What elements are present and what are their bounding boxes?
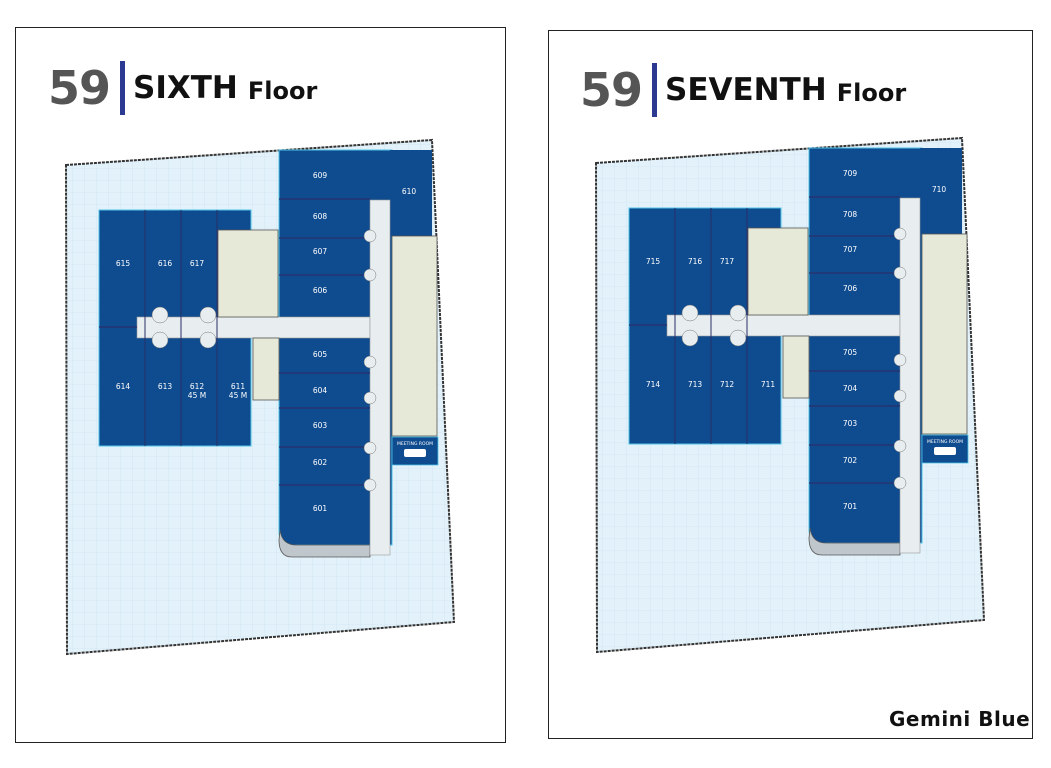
room-label-r16: 616: [158, 259, 173, 268]
door-swing: [681, 304, 699, 322]
room-label-r11: 611: [231, 382, 246, 391]
door-swing: [893, 266, 907, 280]
door-swing: [363, 268, 377, 282]
seventh-floor-title: 59 SEVENTH Floor: [580, 63, 906, 117]
room-label-r17: 717: [720, 257, 735, 266]
east-corridor: [369, 199, 391, 556]
room-label-r08: 708: [843, 210, 858, 219]
room-label-r07: 607: [313, 247, 328, 256]
room-label-r04: 704: [843, 384, 858, 393]
door-swing: [893, 439, 907, 453]
room-label-r10: 610: [402, 187, 417, 196]
title-divider: [652, 63, 658, 117]
room-size-r11: 45 M: [229, 391, 247, 400]
door-swing: [893, 389, 907, 403]
door-swing: [681, 329, 699, 347]
main-corridor: [136, 316, 371, 339]
door-swing: [893, 353, 907, 367]
room-label-r17: 617: [190, 259, 205, 268]
door-swing: [151, 306, 169, 324]
room-label-r14: 614: [116, 382, 131, 391]
door-swing: [199, 306, 217, 324]
room-size-r12: 45 M: [188, 391, 206, 400]
door-swing: [363, 441, 377, 455]
room-label-r11: 711: [761, 380, 776, 389]
room-label-r08: 608: [313, 212, 328, 221]
room-label-r04: 604: [313, 386, 328, 395]
room-label-r15: 715: [646, 257, 661, 266]
office-610: [390, 150, 432, 236]
stair-core: [217, 229, 279, 318]
room-label-r13: 613: [158, 382, 173, 391]
title-divider: [120, 61, 126, 115]
door-swing: [199, 331, 217, 349]
door-swing: [363, 229, 377, 243]
room-label-r09: 609: [313, 171, 328, 180]
door-swing: [363, 355, 377, 369]
sixth-floor-panel: [15, 27, 506, 743]
room-label-r10: 710: [932, 185, 947, 194]
main-corridor: [666, 314, 901, 337]
terrace: [808, 527, 901, 556]
lift-core: [252, 337, 280, 401]
terrace: [278, 529, 371, 558]
room-label-r01: 701: [843, 502, 858, 511]
building-number: 59: [48, 61, 111, 115]
room-label-r03: 703: [843, 419, 858, 428]
room-label-r07: 707: [843, 245, 858, 254]
room-label-r15: 615: [116, 259, 131, 268]
room-label-r09: 709: [843, 169, 858, 178]
meeting-table: [934, 447, 956, 455]
room-label-r06: 706: [843, 284, 858, 293]
meeting-table: [404, 449, 426, 457]
door-swing: [363, 391, 377, 405]
seventh-floor-panel: [548, 30, 1033, 739]
east-corridor: [899, 197, 921, 554]
room-label-r01: 601: [313, 504, 328, 513]
door-swing: [893, 476, 907, 490]
room-label-r12: 612: [190, 382, 205, 391]
room-label-r14: 714: [646, 380, 661, 389]
meeting-room-label: MEETING ROOM: [397, 441, 433, 447]
floor-word: Floor: [836, 79, 907, 107]
building-number: 59: [580, 63, 643, 117]
sixth-floor-plan: MEETING ROOM 609 610 608 607 606 605 604 603 602 6…: [64, 138, 456, 656]
room-label-r16: 716: [688, 257, 703, 266]
lift-core: [782, 335, 810, 399]
room-label-r06: 606: [313, 286, 328, 295]
floor-word: Floor: [247, 77, 318, 105]
room-label-r03: 603: [313, 421, 328, 430]
floor-name: SIXTH: [133, 70, 238, 106]
room-label-r12: 712: [720, 380, 735, 389]
meeting-room-label: MEETING ROOM: [927, 439, 963, 445]
door-swing: [729, 304, 747, 322]
room-label-r02: 602: [313, 458, 328, 467]
room-label-r13: 713: [688, 380, 703, 389]
service-core: [391, 235, 438, 437]
door-swing: [151, 331, 169, 349]
room-label-r02: 702: [843, 456, 858, 465]
seventh-floor-plan: MEETING ROOM 709 710 708 707 706 705 704 703 702 7…: [594, 136, 986, 654]
room-label-r05: 705: [843, 348, 858, 357]
door-swing: [893, 227, 907, 241]
office-610: [920, 148, 962, 234]
service-core: [921, 233, 968, 435]
door-swing: [363, 478, 377, 492]
room-label-r05: 605: [313, 350, 328, 359]
sixth-floor-title: 59 SIXTH Floor: [48, 61, 317, 115]
floor-name: SEVENTH: [665, 72, 827, 108]
stair-core: [747, 227, 809, 316]
brand-label: Gemini Blue: [889, 707, 1031, 731]
door-swing: [729, 329, 747, 347]
